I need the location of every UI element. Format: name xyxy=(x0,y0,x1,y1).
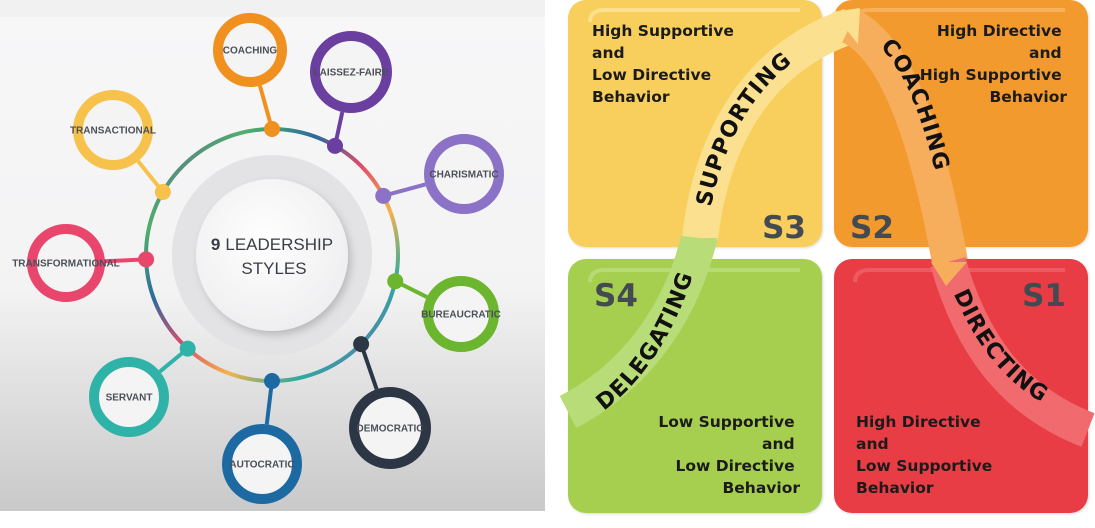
style-node-laissez-faire: LAISSEZ-FAIRE xyxy=(310,31,392,154)
style-node-servant: SERVANT xyxy=(89,340,196,437)
wheel-title-line2: STYLES xyxy=(241,259,306,278)
quadrant-s3-text: High Supportive and Low Directive Behavi… xyxy=(592,22,739,106)
connector-dot xyxy=(375,187,392,204)
connector-dot xyxy=(138,251,155,268)
style-node-label: TRANSFORMATIONAL xyxy=(12,259,120,270)
style-node-ring xyxy=(222,424,302,504)
style-node-ring xyxy=(423,276,499,352)
arrowhead-delegating-to-supporting xyxy=(682,238,718,262)
arrow-band-directing xyxy=(930,257,1095,447)
style-node-charismatic: CHARISMATIC xyxy=(375,134,504,214)
arrow-band-delegating xyxy=(559,230,718,428)
arrow-band-supporting xyxy=(682,8,857,241)
quadrant-s1-text: High Directive and Low Supportive Behavi… xyxy=(856,413,998,497)
style-nodes: COACHING LAISSEZ-FAIRE CHARISMATIC BUREAUCR… xyxy=(12,13,504,504)
style-node-coaching: COACHING xyxy=(213,13,287,137)
quadrant-s1: S1 High Directive and Low Supportive Beh… xyxy=(834,259,1088,513)
quadrant-s3-code: S3 xyxy=(762,210,806,246)
top-strip xyxy=(0,0,545,17)
style-node-ring xyxy=(349,387,431,469)
quadrant-s2-code: S2 xyxy=(850,210,894,246)
quadrant-s2-text: High Directive and High Supportive Behav… xyxy=(920,22,1068,106)
style-node-transformational: TRANSFORMATIONAL xyxy=(12,224,155,302)
style-node-label: DEMOCRATIC xyxy=(356,424,423,435)
arrowhead-supporting-to-coaching xyxy=(832,8,860,44)
connector-dot xyxy=(327,137,343,154)
connector-dot xyxy=(264,121,280,137)
connector-dot xyxy=(353,336,370,353)
style-node-ring xyxy=(27,224,105,302)
style-node-ring xyxy=(310,31,392,113)
style-node-label: COACHING xyxy=(223,46,278,57)
style-node-ring xyxy=(424,134,504,214)
style-node-bureaucratic: BUREAUCRATIC xyxy=(387,273,501,352)
quadrant-s1-bg xyxy=(834,259,1088,513)
style-node-label: BUREAUCRATIC xyxy=(421,310,501,321)
style-node-democratic: DEMOCRATIC xyxy=(349,336,431,469)
situational-leadership-model: High Supportive and Low Directive Behavi… xyxy=(559,0,1095,523)
arrow-band-coaching xyxy=(841,9,968,266)
quadrant-s4-text: Low Supportive and Low Directive Behavio… xyxy=(658,413,800,497)
connector-dot xyxy=(264,373,280,389)
arrowhead-coaching-to-directing xyxy=(931,262,967,286)
style-node-ring xyxy=(213,13,287,87)
style-node-transactional: TRANSACTIONAL xyxy=(70,90,171,200)
style-node-autocratic: AUTOCRATIC xyxy=(222,373,302,504)
style-node-label: TRANSACTIONAL xyxy=(70,126,156,137)
style-node-label: CHARISMATIC xyxy=(429,170,498,181)
quadrant-svg: High Supportive and Low Directive Behavi… xyxy=(559,0,1095,523)
style-node-ring xyxy=(89,357,169,437)
style-node-label: LAISSEZ-FAIRE xyxy=(313,68,388,79)
style-node-label: AUTOCRATIC xyxy=(229,460,294,471)
quadrant-s4-code: S4 xyxy=(594,278,638,314)
quadrant-s4: S4 Low Supportive and Low Directive Beha… xyxy=(568,259,822,513)
style-node-ring xyxy=(73,90,153,170)
connector-dot xyxy=(154,184,171,200)
connector-dot xyxy=(387,273,404,290)
style-node-label: SERVANT xyxy=(106,393,153,404)
quadrant-s4-bg xyxy=(568,259,822,513)
quadrant-s1-code: S1 xyxy=(1022,278,1066,314)
connector-dot xyxy=(179,340,196,357)
hub-inner xyxy=(196,179,348,331)
